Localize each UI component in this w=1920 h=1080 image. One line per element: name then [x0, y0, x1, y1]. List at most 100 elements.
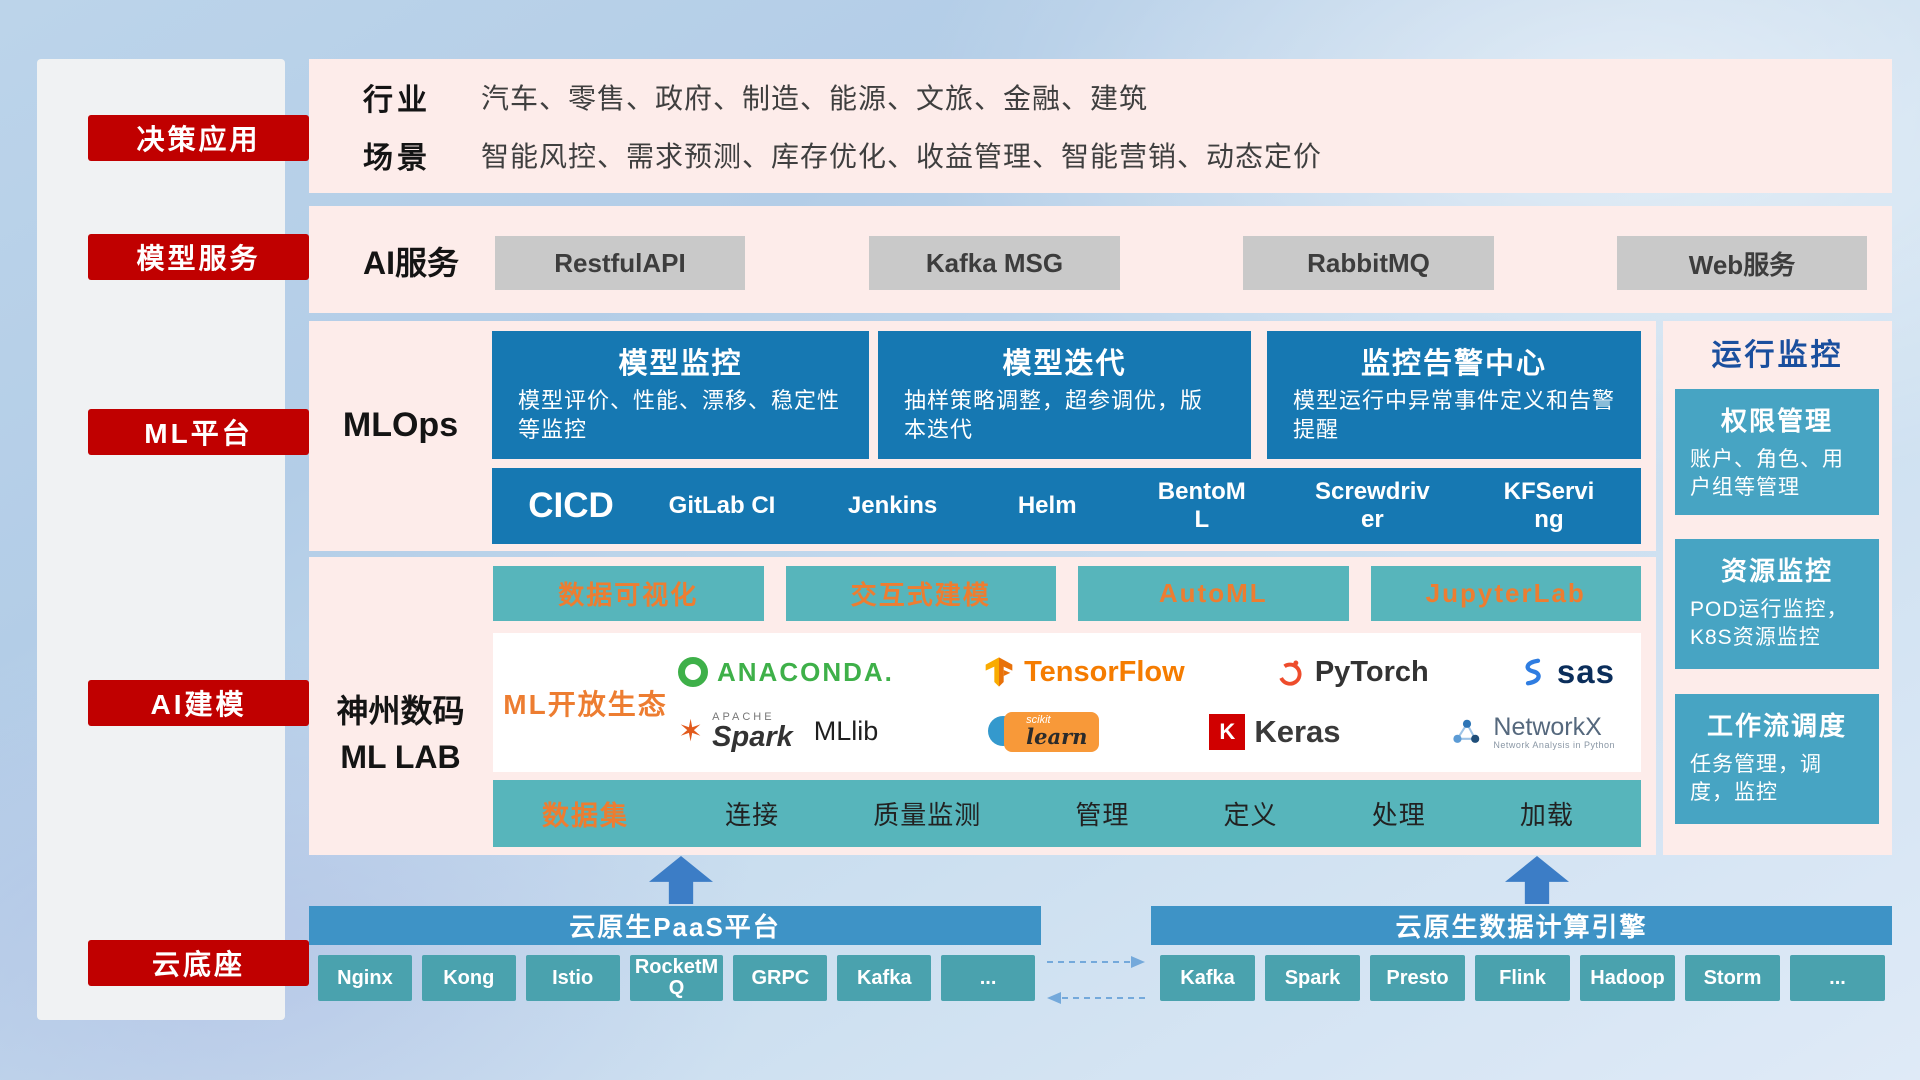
card-desc: 模型运行中异常事件定义和告警提醒: [1293, 388, 1616, 442]
industry-list: 汽车、零售、政府、制造、能源、文旅、金融、建筑: [481, 83, 1149, 114]
ai-service-restfulapi: RestfulAPI: [495, 236, 745, 290]
card-title: 模型监控: [618, 348, 743, 380]
sidebar-item-cloud-base: 云底座: [88, 940, 309, 986]
cicd-item-jenkins: Jenkins: [847, 492, 938, 520]
anaconda-icon: [678, 657, 708, 688]
sidebar-item-ml-platform: ML平台: [88, 409, 309, 455]
dataset-item-connect: 连接: [725, 800, 780, 830]
anaconda-label: ANACONDA.: [717, 656, 894, 687]
tool-automl: AutoML: [1078, 566, 1349, 621]
dataset-item-process: 处理: [1371, 800, 1426, 830]
scene-row: 场景 智能风控、需求预测、库存优化、收益管理、智能营销、动态定价: [363, 133, 1892, 177]
networkx-label: NetworkX: [1493, 712, 1602, 741]
engine-item-presto: Presto: [1370, 955, 1465, 1001]
card-resource-monitoring: 资源监控 POD运行监控，K8S资源监控: [1675, 539, 1879, 669]
tool-interactive-modeling: 交互式建模: [785, 566, 1056, 621]
engine-items: Kafka Spark Presto Flink Hadoop Storm ..…: [1160, 955, 1885, 1001]
tensorflow-icon: [985, 657, 1013, 687]
networkx-logo: NetworkX Network Analysis in Python: [1450, 712, 1615, 750]
engine-item-spark: Spark: [1265, 955, 1360, 1001]
dataset-label: 数据集: [542, 801, 629, 831]
card-title: 工作流调度: [1706, 711, 1847, 741]
cicd-item-bentoml: BentoML: [1157, 478, 1246, 533]
logo-row-1: ANACONDA. TensorFlow PyTorch: [678, 653, 1615, 691]
spark-icon: ✶: [678, 715, 704, 749]
keras-label: Keras: [1254, 713, 1341, 749]
ml-lab-label: 神州数码 ML LAB: [309, 688, 492, 781]
anaconda-logo: ANACONDA.: [678, 657, 894, 688]
ml-ecosystem-label: ML开放生态: [503, 688, 668, 720]
engine-item-kafka: Kafka: [1160, 955, 1255, 1001]
sidebar-item-ai-modeling: AI建模: [88, 680, 309, 726]
card-desc: 模型评价、性能、漂移、稳定性等监控: [518, 388, 841, 442]
cicd-items: GitLab CI Jenkins Helm BentoML Screwdriv…: [650, 478, 1641, 533]
sas-logo: sas: [1518, 653, 1615, 691]
dataset-bar: 数据集 连接 质量监测 管理 定义 处理 加载: [493, 780, 1641, 847]
spark-mllib-logo: ✶ APACHE Spark MLlib: [678, 710, 878, 752]
learn-label: learn: [1026, 723, 1088, 749]
ml-ecosystem-panel: ML开放生态 ANACONDA. TensorFlow: [493, 633, 1641, 772]
scikit-learn-logo: scikit learn: [988, 711, 1100, 752]
paas-item-kafka: Kafka: [837, 955, 932, 1001]
sas-icon: [1525, 658, 1541, 686]
ai-service-label: AI服务: [363, 245, 460, 281]
ai-service-kafka-msg: Kafka MSG: [869, 236, 1120, 290]
engine-item-hadoop: Hadoop: [1580, 955, 1675, 1001]
paas-item-kong: Kong: [421, 955, 516, 1001]
cicd-label: CICD: [528, 486, 614, 525]
engine-item-more: ...: [1790, 955, 1885, 1001]
ai-service-rabbitmq: RabbitMQ: [1243, 236, 1494, 290]
cicd-item-gitlab-ci: GitLab CI: [668, 492, 776, 520]
dataset-item-load: 加载: [1519, 800, 1574, 830]
up-arrow-engine: [1505, 856, 1569, 904]
industry-row: 行业 汽车、零售、政府、制造、能源、文旅、金融、建筑: [363, 75, 1892, 119]
tensorflow-label: TensorFlow: [1024, 655, 1185, 688]
ml-lab-label-line2: ML LAB: [340, 739, 461, 776]
card-alert-center: 监控告警中心 模型运行中异常事件定义和告警提醒: [1267, 331, 1641, 459]
pytorch-icon: [1278, 660, 1302, 686]
spark-apache-label: APACHE: [712, 710, 775, 723]
card-permission-management: 权限管理 账户、角色、用户组等管理: [1675, 389, 1879, 515]
paas-item-nginx: Nginx: [318, 955, 412, 1001]
tool-jupyterlab: JupyterLab: [1370, 566, 1641, 621]
cicd-item-screwdriver: Screwdriver: [1315, 478, 1430, 533]
card-model-iteration: 模型迭代 抽样策略调整，超参调优，版本迭代: [878, 331, 1251, 459]
up-arrow-paas: [649, 856, 713, 904]
keras-icon: K: [1209, 713, 1246, 750]
networkx-subtitle: Network Analysis in Python: [1493, 739, 1615, 750]
ml-lab-label-line1: 神州数码: [336, 693, 465, 729]
card-desc: POD运行监控，K8S资源监控: [1690, 598, 1849, 650]
logo-row-2: ✶ APACHE Spark MLlib scikit learn K: [678, 710, 1615, 752]
sidebar-item-decision-app: 决策应用: [88, 115, 309, 161]
industry-label: 行业: [363, 84, 431, 117]
paas-item-rocketmq: RocketMQ: [629, 955, 724, 1001]
pytorch-logo: PyTorch: [1274, 655, 1429, 689]
card-title: 监控告警中心: [1360, 348, 1547, 380]
engine-item-storm: Storm: [1685, 955, 1780, 1001]
mlops-label: MLOps: [342, 406, 459, 444]
card-workflow-scheduling: 工作流调度 任务管理，调度，监控: [1675, 694, 1879, 824]
scikit-label: scikit: [1026, 713, 1051, 726]
tool-data-visualization: 数据可视化: [493, 566, 764, 621]
run-monitoring-title: 运行监控: [1711, 339, 1844, 372]
ml-ecosystem-logos: ANACONDA. TensorFlow PyTorch: [678, 633, 1641, 772]
card-title: 模型迭代: [1002, 348, 1127, 380]
data-engine-bar: 云原生数据计算引擎: [1151, 906, 1892, 945]
card-title: 资源监控: [1720, 556, 1833, 586]
paas-item-more: ...: [941, 955, 1036, 1001]
card-model-monitoring: 模型监控 模型评价、性能、漂移、稳定性等监控: [492, 331, 869, 459]
cicd-bar: CICD GitLab CI Jenkins Helm BentoML Scre…: [492, 468, 1641, 544]
cicd-item-helm: Helm: [1017, 492, 1077, 520]
ai-service-web: Web服务: [1617, 236, 1867, 290]
ml-lab-tools: 数据可视化 交互式建模 AutoML JupyterLab: [493, 566, 1641, 621]
dataset-item-define: 定义: [1223, 800, 1278, 830]
networkx-icon: [1453, 719, 1480, 743]
paas-platform-bar: 云原生PaaS平台: [309, 906, 1041, 945]
sas-label: sas: [1556, 653, 1615, 691]
scene-list: 智能风控、需求预测、库存优化、收益管理、智能营销、动态定价: [481, 141, 1323, 172]
layer-sidebar: 决策应用 模型服务 ML平台 AI建模 云底座: [37, 59, 309, 1020]
paas-item-istio: Istio: [525, 955, 620, 1001]
dataset-item-manage: 管理: [1075, 800, 1130, 830]
card-desc: 任务管理，调度，监控: [1690, 753, 1822, 805]
scene-label: 场景: [363, 142, 431, 175]
